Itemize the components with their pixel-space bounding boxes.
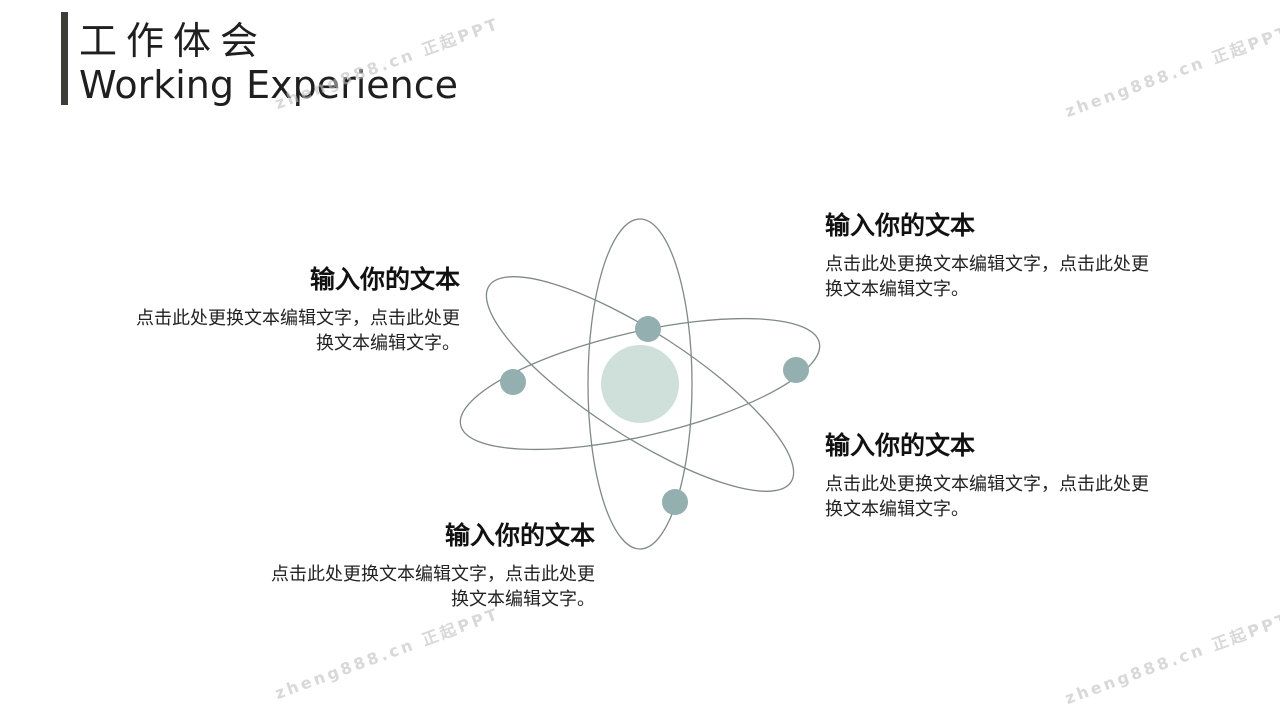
page-subtitle: Working Experience (79, 63, 458, 107)
orbit-tilted-up (459, 317, 821, 451)
orbit-vertical (587, 218, 693, 550)
block-heading: 输入你的文本 (444, 521, 595, 550)
block-body: 点击此处更换文本编辑文字，点击此处更换文本编辑文字。 (271, 564, 595, 610)
text-block-top-right: 输入你的文本 点击此处更换文本编辑文字，点击此处更换文本编辑文字。 (825, 210, 1155, 302)
electron-right (783, 357, 809, 383)
text-block-bottom-right: 输入你的文本 点击此处更换文本编辑文字，点击此处更换文本编辑文字。 (825, 430, 1155, 522)
orbit-tilted-down (485, 276, 795, 492)
text-block-bottom: 输入你的文本 点击此处更换文本编辑文字，点击此处更换文本编辑文字。 (255, 520, 595, 612)
block-body: 点击此处更换文本编辑文字，点击此处更换文本编辑文字。 (825, 254, 1149, 300)
electron-left (500, 369, 526, 395)
text-block-left: 输入你的文本 点击此处更换文本编辑文字，点击此处更换文本编辑文字。 (120, 264, 460, 356)
electron-top (635, 316, 661, 342)
block-body: 点击此处更换文本编辑文字，点击此处更换文本编辑文字。 (136, 308, 460, 354)
title-accent-bar (61, 12, 68, 105)
block-body: 点击此处更换文本编辑文字，点击此处更换文本编辑文字。 (825, 474, 1149, 520)
electron-bottom (662, 489, 688, 515)
nucleus (601, 345, 679, 423)
block-heading: 输入你的文本 (309, 265, 460, 294)
block-heading: 输入你的文本 (825, 211, 976, 240)
block-heading: 输入你的文本 (825, 431, 976, 460)
page-title: 工作体会 (79, 19, 268, 63)
